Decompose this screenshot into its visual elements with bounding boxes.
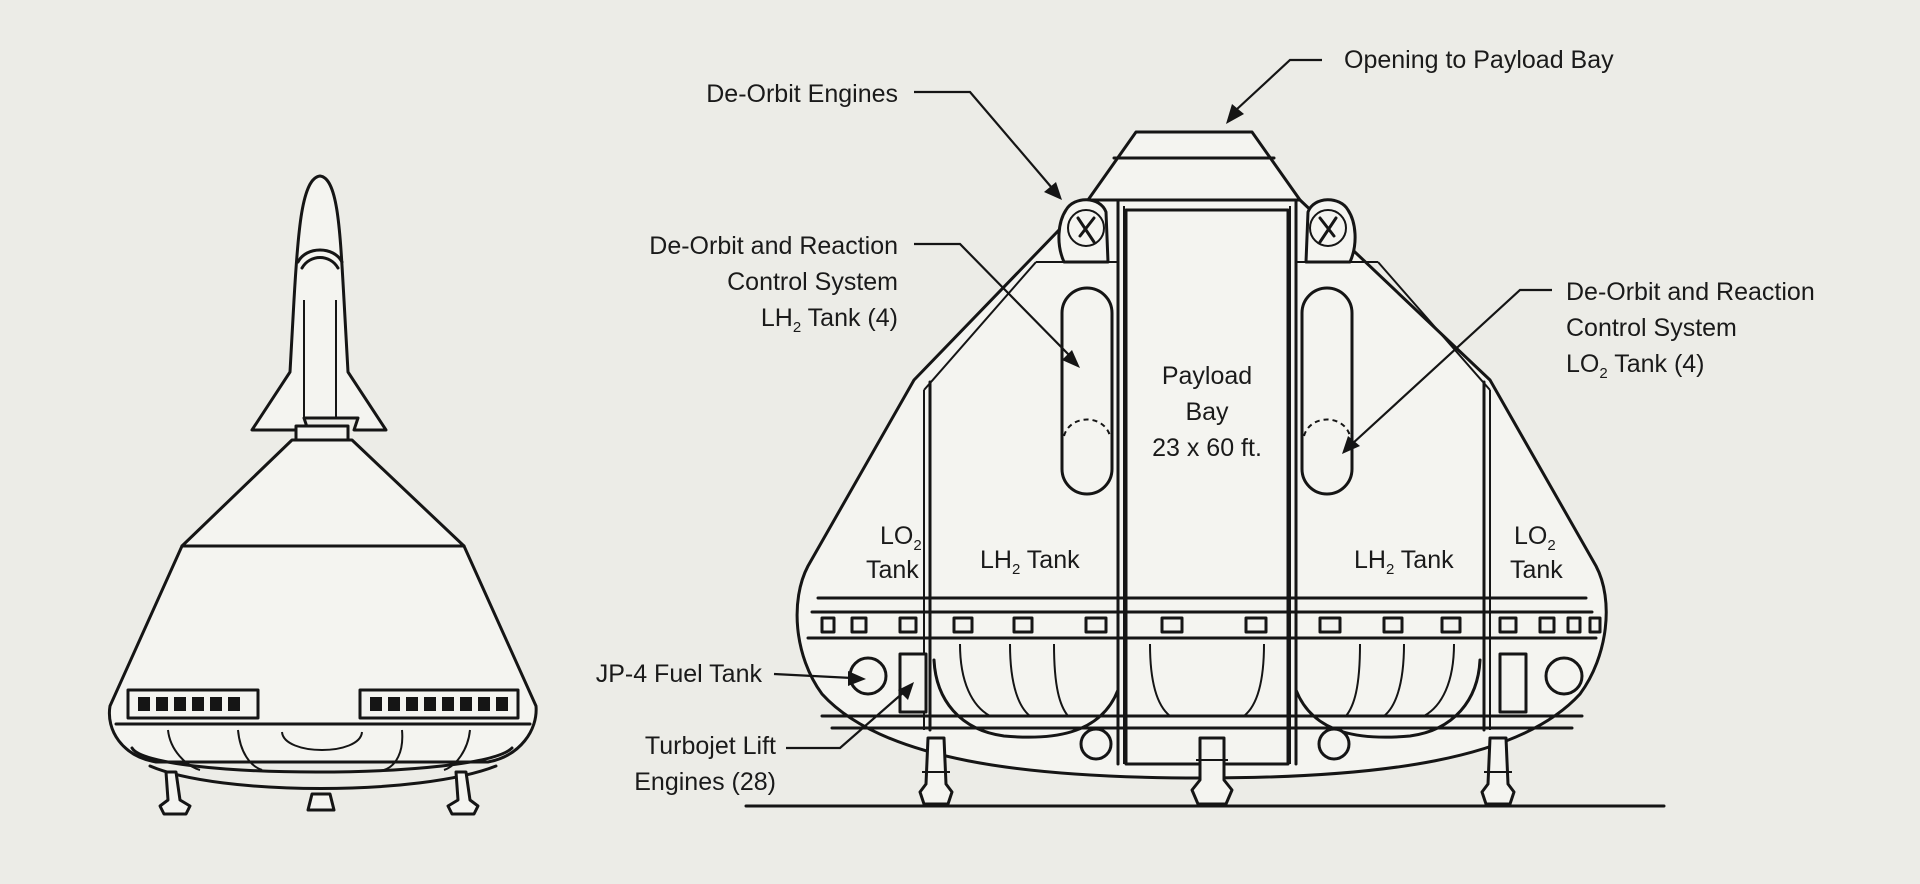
label-lh2-rcs-tank: De-Orbit and Reaction Control System LH2… xyxy=(649,232,898,336)
svg-text:Control System: Control System xyxy=(727,268,898,296)
label-lh2-tank-left: LH2 Tank xyxy=(980,546,1080,578)
svg-text:LO2: LO2 xyxy=(1514,522,1556,554)
svg-text:Control System: Control System xyxy=(1566,314,1737,342)
label-lo2-tank-right: LO2 Tank xyxy=(1510,522,1563,584)
landing-legs-small xyxy=(158,770,480,816)
svg-text:Turbojet Lift: Turbojet Lift xyxy=(645,732,776,760)
svg-text:De-Orbit and Reaction: De-Orbit and Reaction xyxy=(649,232,898,260)
cross-section-vehicle xyxy=(744,130,1666,808)
deorbit-engine-right xyxy=(1304,198,1357,264)
svg-text:Payload: Payload xyxy=(1162,362,1252,390)
label-lo2-tank-left: LO2 Tank xyxy=(866,522,922,584)
leader-lines xyxy=(773,58,1552,750)
svg-text:LH2 Tank (4): LH2 Tank (4) xyxy=(761,304,898,336)
turbojet-box-left xyxy=(898,652,928,714)
engine-ports-left xyxy=(126,688,260,720)
svg-text:23 x 60 ft.: 23 x 60 ft. xyxy=(1152,434,1262,462)
turbojet-box-right xyxy=(1498,652,1528,714)
deorbit-engine-left xyxy=(1057,198,1110,264)
lo2-rcs-tank xyxy=(1300,286,1354,496)
lower-ribs xyxy=(959,643,1455,717)
label-jp4-fuel-tank: JP-4 Fuel Tank xyxy=(596,660,763,688)
svg-text:Tank: Tank xyxy=(866,556,919,584)
svg-text:Engines (28): Engines (28) xyxy=(634,768,776,796)
label-payload-bay: Payload Bay 23 x 60 ft. xyxy=(1152,362,1262,462)
engine-ports-right xyxy=(358,688,520,720)
landing-legs-large xyxy=(918,736,1516,806)
label-opening-to-payload-bay: Opening to Payload Bay xyxy=(1344,46,1614,74)
svg-text:Bay: Bay xyxy=(1185,398,1229,426)
payload-bay xyxy=(1124,208,1290,766)
svg-text:LO2: LO2 xyxy=(880,522,922,554)
label-turbojet-lift-engines: Turbojet Lift Engines (28) xyxy=(634,732,776,796)
svg-text:Tank: Tank xyxy=(1510,556,1563,584)
side-view-vehicle xyxy=(107,174,538,816)
svg-text:LO2 Tank (4): LO2 Tank (4) xyxy=(1566,350,1705,382)
labels: Opening to Payload Bay De-Orbit Engines … xyxy=(596,46,1815,796)
label-lo2-rcs-tank: De-Orbit and Reaction Control System LO2… xyxy=(1566,278,1815,382)
orbiter-shuttle xyxy=(250,174,388,442)
label-lh2-tank-right: LH2 Tank xyxy=(1354,546,1454,578)
jp4-tank-right xyxy=(1544,656,1584,696)
label-deorbit-engines: De-Orbit Engines xyxy=(706,80,898,108)
svg-text:De-Orbit and Reaction: De-Orbit and Reaction xyxy=(1566,278,1815,306)
lh2-rcs-tank xyxy=(1060,286,1114,496)
hull-ports xyxy=(820,616,1602,634)
